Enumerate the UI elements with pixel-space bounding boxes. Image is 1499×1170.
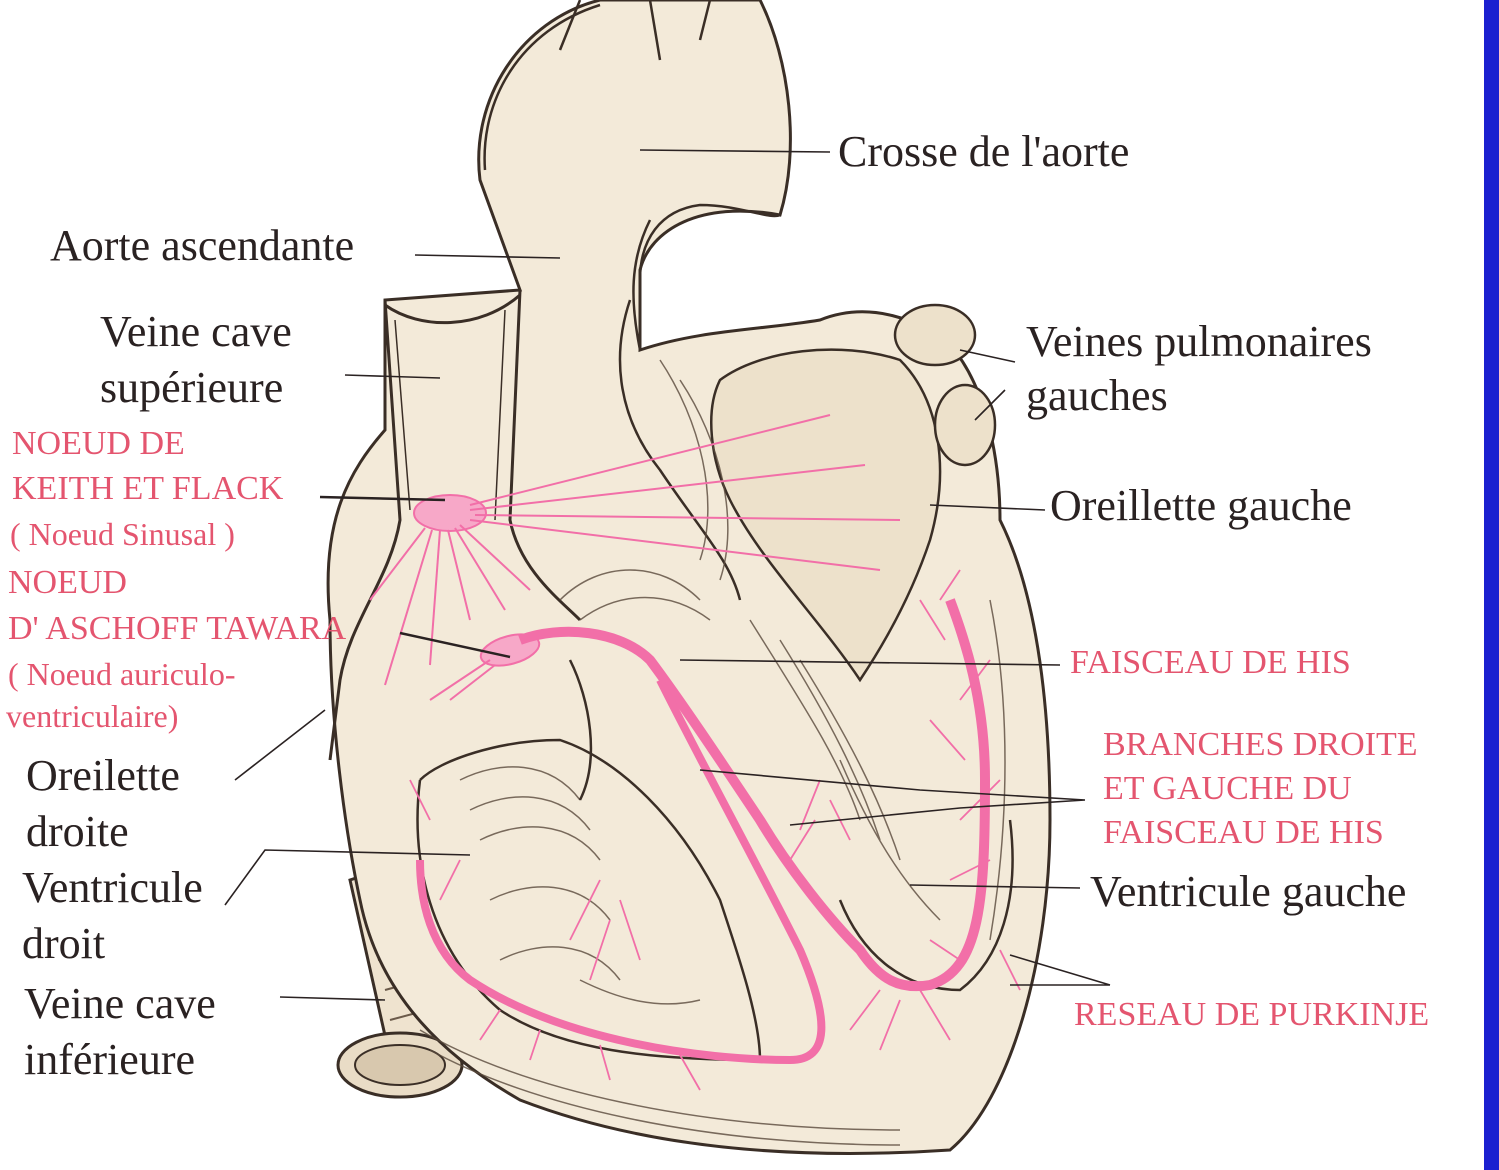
- label-sinus-line1: NOEUD DE: [12, 427, 185, 461]
- label-vci-line1: Veine cave: [24, 982, 216, 1026]
- label-aorte-ascendante: Aorte ascendante: [50, 224, 354, 268]
- label-oreillette-droite-line2: droite: [26, 810, 129, 854]
- label-av-line3: ( Noeud auriculo-: [8, 658, 235, 690]
- label-veines-pulmonaires-line1: Veines pulmonaires: [1026, 320, 1372, 364]
- label-ventricule-gauche: Ventricule gauche: [1090, 870, 1406, 914]
- right-border-bar: [1484, 0, 1499, 1170]
- label-oreillette-droite-line1: Oreilette: [26, 754, 180, 798]
- label-faisceau-his: FAISCEAU DE HIS: [1070, 646, 1351, 680]
- label-ventricule-droit-line1: Ventricule: [22, 866, 203, 910]
- label-ventricule-droit-line2: droit: [22, 922, 105, 966]
- label-branches-line1: BRANCHES DROITE: [1103, 728, 1418, 762]
- label-sinus-line2: KEITH ET FLACK: [12, 472, 283, 506]
- label-sinus-line3: ( Noeud Sinusal ): [10, 518, 235, 550]
- label-branches-line3: FAISCEAU DE HIS: [1103, 816, 1384, 850]
- label-crosse-aorte: Crosse de l'aorte: [838, 130, 1129, 174]
- label-av-line4: ventriculaire): [6, 700, 178, 732]
- label-av-line2: D' ASCHOFF TAWARA: [8, 612, 346, 646]
- label-branches-line2: ET GAUCHE DU: [1103, 772, 1352, 806]
- label-veines-pulmonaires-line2: gauches: [1026, 374, 1168, 418]
- label-vci-line2: inférieure: [24, 1038, 195, 1082]
- label-av-line1: NOEUD: [8, 566, 127, 600]
- label-purkinje: RESEAU DE PURKINJE: [1074, 998, 1429, 1032]
- label-oreillette-gauche: Oreillette gauche: [1050, 484, 1352, 528]
- label-vcs-line1: Veine cave: [100, 310, 292, 354]
- label-vcs-line2: supérieure: [100, 366, 283, 410]
